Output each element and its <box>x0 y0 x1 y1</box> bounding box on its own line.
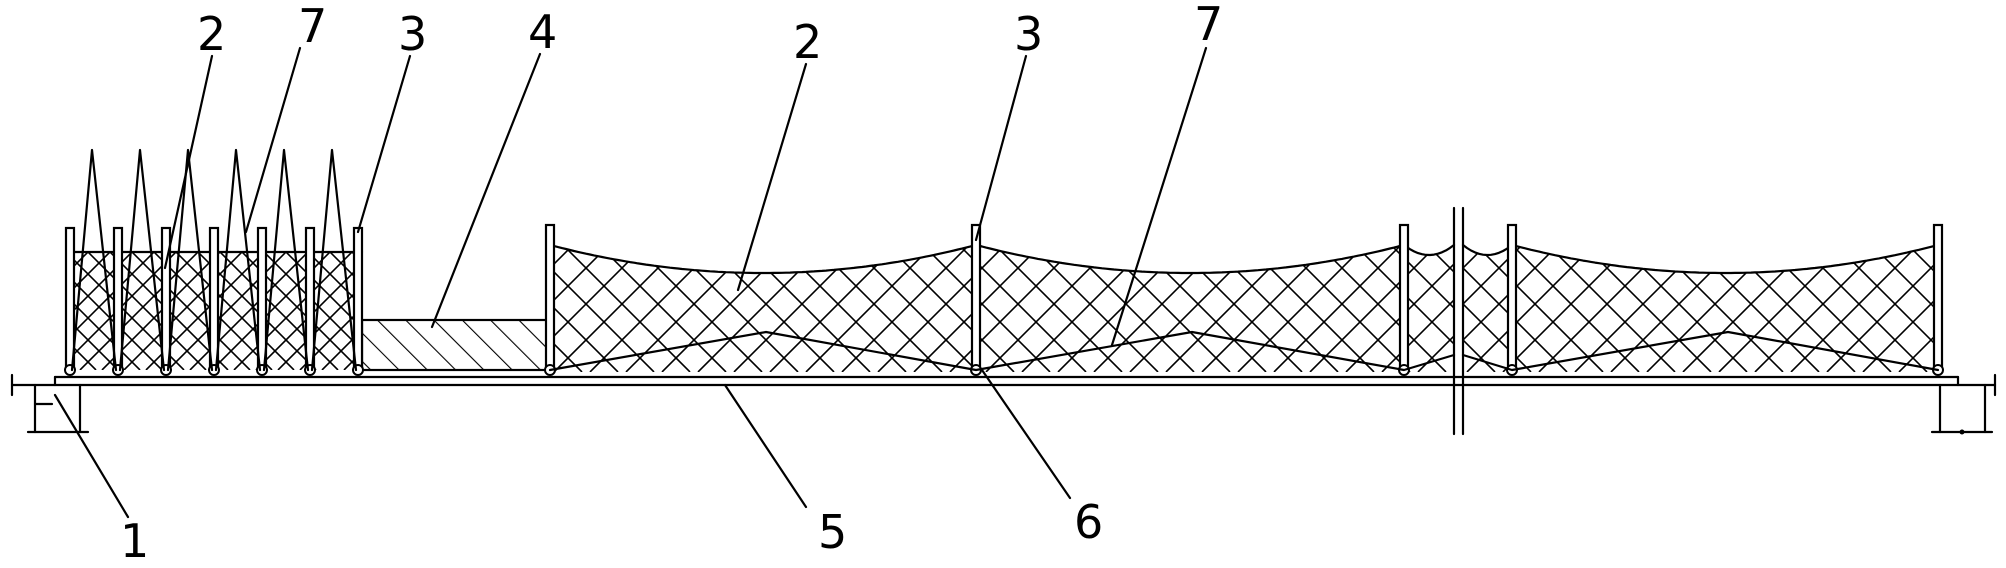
label-2-left: 2 <box>197 7 226 61</box>
leader-line <box>430 52 542 329</box>
folded-arm <box>214 148 262 372</box>
leader-line <box>980 368 1072 500</box>
post-pivot <box>208 364 220 376</box>
net-mesh <box>1463 245 1938 372</box>
left-support <box>26 383 90 434</box>
folded-arm <box>118 148 166 372</box>
post-pivot <box>352 364 364 376</box>
folded-arm <box>310 148 358 372</box>
post <box>1506 223 1518 374</box>
post <box>304 226 316 372</box>
break-lines <box>1452 206 1465 436</box>
net-top-rope <box>548 243 1456 275</box>
post-pivot <box>256 364 268 376</box>
label-1: 1 <box>120 514 149 568</box>
label-7-right: 7 <box>1194 0 1223 51</box>
folded-arm <box>70 148 118 372</box>
deployed-arm <box>548 330 1940 372</box>
label-3-right: 3 <box>1014 7 1043 61</box>
hatched-block <box>360 318 549 372</box>
folded-net-section <box>64 148 364 376</box>
leader-line <box>356 54 412 234</box>
post-pivot <box>160 364 172 376</box>
leader-line <box>53 393 130 519</box>
post-pivot <box>64 364 76 376</box>
leader-line <box>723 383 808 509</box>
label-7-left: 7 <box>298 0 327 53</box>
post <box>352 226 364 372</box>
label-2-right: 2 <box>793 15 822 69</box>
leader-line <box>163 54 214 270</box>
net-top-rope <box>1461 243 1937 275</box>
post <box>544 223 556 374</box>
label-3-left: 3 <box>398 7 427 61</box>
right-support <box>1930 383 1994 435</box>
label-6: 6 <box>1074 495 1103 549</box>
post <box>970 223 982 374</box>
post-pivot <box>112 364 124 376</box>
leader-line <box>974 54 1028 242</box>
base-beam <box>10 373 1997 397</box>
deployed-net-section <box>544 223 1944 376</box>
leader-line <box>1110 46 1208 347</box>
post <box>208 226 220 372</box>
label-4: 4 <box>528 5 557 59</box>
post-pivot <box>304 364 316 376</box>
leader-line <box>244 46 302 234</box>
post <box>1932 223 1944 374</box>
leader-lines <box>53 46 1208 519</box>
post <box>64 226 76 372</box>
post <box>1398 223 1410 374</box>
leader-line <box>736 62 808 292</box>
label-5: 5 <box>818 505 847 559</box>
folded-arm <box>166 148 214 372</box>
post <box>112 226 124 372</box>
post <box>256 226 268 372</box>
callout-labels: 2 7 3 4 2 3 7 1 5 6 <box>120 0 1223 568</box>
folded-arm <box>262 148 310 372</box>
